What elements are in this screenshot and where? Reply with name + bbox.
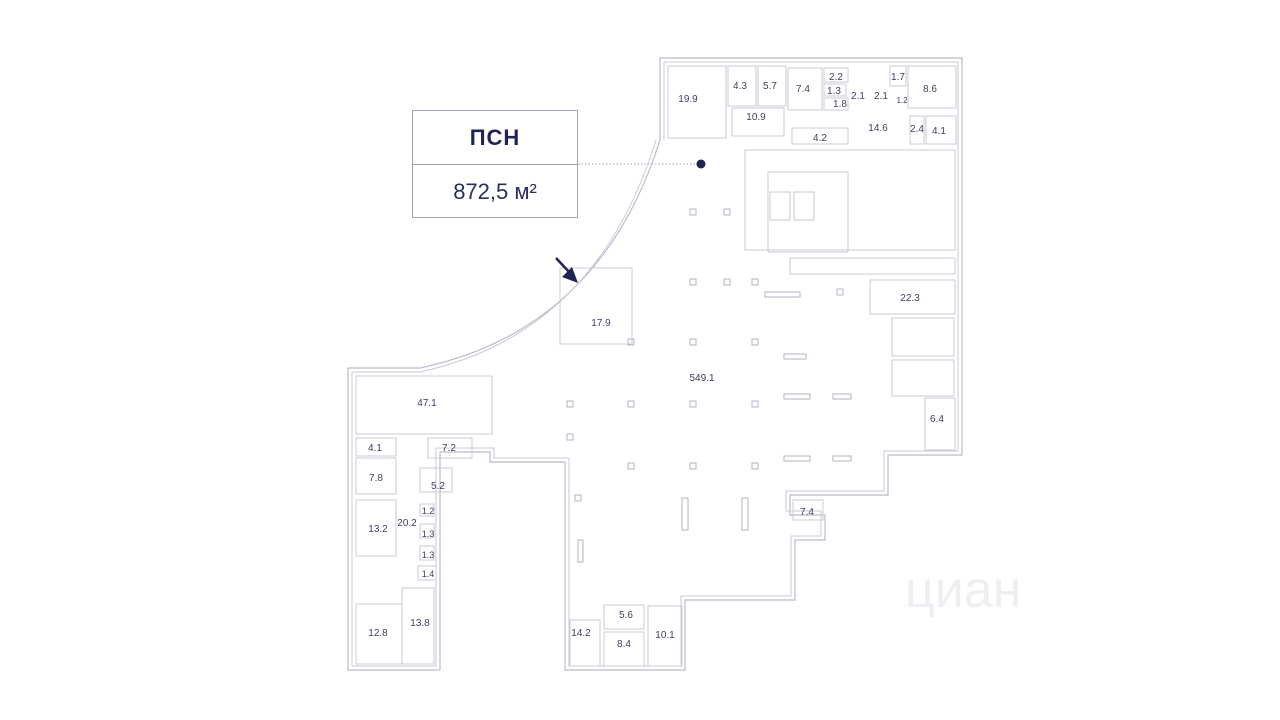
- watermark-logo: циан: [905, 561, 1022, 619]
- column: [574, 494, 582, 502]
- room-label: 2.2: [829, 72, 843, 83]
- room-label: 1.3: [827, 86, 841, 97]
- room-label: 4.3: [733, 81, 747, 92]
- room-label: 2.4: [910, 124, 924, 135]
- room-label: 1.2: [422, 506, 435, 516]
- room-label: 5.6: [619, 610, 633, 621]
- room-label: 5.2: [431, 481, 445, 492]
- room-label: 1.4: [422, 569, 435, 579]
- room-label: 14.6: [868, 123, 888, 134]
- room-label: 20.2: [397, 518, 417, 529]
- column: [783, 353, 807, 360]
- column: [764, 291, 801, 298]
- room-label: 549.1: [689, 373, 714, 384]
- room-label: 8.4: [617, 639, 631, 650]
- column: [627, 400, 635, 408]
- room-label: 7.4: [796, 84, 810, 95]
- building-outline: [347, 57, 963, 671]
- column: [689, 338, 697, 346]
- room-label: 10.9: [746, 112, 766, 123]
- column: [832, 393, 852, 400]
- column: [689, 400, 697, 408]
- room-label: 17.9: [591, 318, 611, 329]
- room-label: 22.3: [900, 293, 920, 304]
- unit-info-card: ПСН 872,5 м²: [412, 110, 578, 218]
- column: [566, 433, 574, 441]
- room-label: 7.2: [442, 443, 456, 454]
- column: [751, 400, 759, 408]
- room-label: 10.1: [655, 630, 675, 641]
- column: [689, 462, 697, 470]
- room-label: 14.2: [571, 628, 591, 639]
- room-label: 4.1: [368, 443, 382, 454]
- interior-walls: [355, 65, 957, 667]
- column: [577, 539, 584, 563]
- columns: [566, 208, 852, 563]
- column: [832, 455, 852, 462]
- column: [783, 455, 811, 462]
- column: [627, 462, 635, 470]
- unit-type: ПСН: [413, 111, 577, 165]
- column: [741, 497, 749, 531]
- room-label: 13.2: [368, 524, 388, 535]
- room-label: 7.4: [800, 507, 814, 518]
- unit-area: 872,5 м²: [453, 179, 537, 204]
- room-label: 8.6: [923, 84, 937, 95]
- room-label: 1.7: [891, 72, 905, 83]
- column: [723, 208, 731, 216]
- column: [566, 400, 574, 408]
- room-label: 12.8: [368, 628, 388, 639]
- room-label: 1.3: [422, 529, 435, 539]
- room-label: 47.1: [417, 398, 437, 409]
- column: [689, 208, 697, 216]
- room-labels: 19.9 4.3 5.7 7.4 2.2 1.3 1.8 2.1 2.1 1.2…: [368, 72, 946, 650]
- room-label: 13.8: [410, 618, 430, 629]
- column: [627, 338, 635, 346]
- room-label: 1.3: [422, 550, 435, 560]
- column: [751, 338, 759, 346]
- column: [836, 288, 844, 296]
- room-label: 6.4: [930, 414, 944, 425]
- room-label: 2.1: [851, 91, 865, 102]
- room-label: 5.7: [763, 81, 777, 92]
- room-label: 4.1: [932, 126, 946, 137]
- room-label: 19.9: [678, 94, 698, 105]
- room-label: 4.2: [813, 133, 827, 144]
- room-label: 1.8: [833, 99, 847, 110]
- column: [751, 462, 759, 470]
- room-label: 1.2: [896, 96, 908, 105]
- column: [751, 278, 759, 286]
- column: [783, 393, 811, 400]
- arrow-icon: [555, 257, 578, 283]
- column: [681, 497, 689, 531]
- dot-marker-icon: [696, 159, 706, 169]
- column: [723, 278, 731, 286]
- room-label: 7.8: [369, 473, 383, 484]
- column: [689, 278, 697, 286]
- room-label: 2.1: [874, 91, 888, 102]
